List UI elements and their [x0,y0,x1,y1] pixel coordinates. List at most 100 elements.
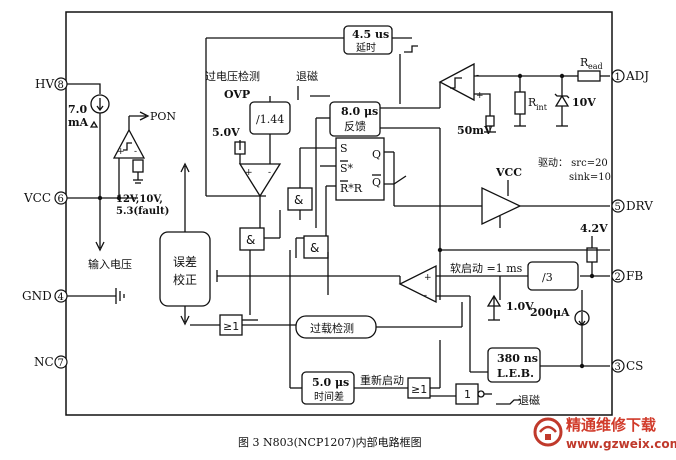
watermark: 精通维修下载 www.gzweix.com [533,416,676,451]
v5-label: 5.0V [212,126,240,139]
pin-nc-number: 7 [58,358,64,369]
r-read-label: R [580,56,589,69]
pin-adj-number: 1 [615,72,621,83]
svg-text:-: - [424,291,427,301]
ma-value: 7.0 [68,103,87,116]
svg-text:≥1: ≥1 [223,320,239,333]
svg-text:延时: 延时 [356,42,376,54]
svg-text:≥1: ≥1 [411,383,427,396]
demag-bottom-label: 退磁 [518,394,540,407]
ovp-section: 过电压检测 OVP /1.44 5.0V + - & [205,69,291,315]
svg-text:4.5 us: 4.5 us [352,28,389,41]
restart-label: 重新启动 [360,373,404,387]
ma-unit: mA [68,116,89,129]
and-gate-mid-1: & [279,187,313,238]
pin-cs-label: CS [626,359,643,373]
mv50-label: 50mV [457,124,493,137]
driver-buffer: VCC 驱动： src=20 sink=10 5 DRV [470,157,653,228]
vcc-threshold-2: 5.3(fault) [116,206,169,217]
svg-text:反馈: 反馈 [344,120,366,133]
svg-text:int: int [536,103,548,112]
overload-detection-block: 过载检测 [295,302,463,339]
svg-text:/1.44: /1.44 [256,113,284,126]
pin-vcc-label: VCC [23,191,51,205]
input-voltage-label: 输入电压 [88,257,132,271]
pin-nc: NC 7 [34,355,68,369]
svg-text:时间差: 时间差 [314,390,344,403]
svg-text:Q: Q [372,176,381,189]
svg-text:校正: 校正 [173,272,197,287]
or-gate-overload: ≥1 [190,314,296,336]
ovp-label: OVP [224,88,250,101]
and-gate-mid-2: & [295,235,329,295]
chip-outline [65,11,613,416]
pin-vcc-number: 6 [58,194,64,205]
svg-text:L.E.B.: L.E.B. [497,367,534,380]
svg-text:误差: 误差 [173,255,197,269]
pin-drv-number: 5 [615,202,621,213]
pon-label: PON [150,110,176,123]
pin-hv: HV 8 [35,77,101,94]
svg-text:/3: /3 [542,271,553,284]
pin-nc-label: NC [34,355,54,369]
driver-vcc-label: VCC [495,166,522,179]
watermark-cn: 精通维修下载 [566,416,656,434]
svg-text:5.0 μs: 5.0 μs [312,376,349,389]
watermark-logo [533,417,563,447]
v42-label: 4.2V [580,222,608,235]
pin-cs-number: 3 [615,362,621,373]
ua200-label: 200μA [530,306,570,319]
svg-text:1: 1 [464,388,471,401]
pin-fb-label: FB [626,269,643,283]
pin-adj: R ead 1 ADJ R int 10V [514,56,649,127]
svg-text:8.0 μs: 8.0 μs [341,105,378,118]
zener-10v-label: 10V [572,96,596,109]
svg-text:+: + [476,91,484,101]
drive-src-label: 驱动： src=20 [538,157,608,169]
delay-4-5-block: 4.5 us 延时 [205,25,418,197]
pin-adj-label: ADJ [625,69,649,83]
svg-text:S: S [340,142,348,155]
sr-flip-flop: S Q S* Q R*R [299,137,470,245]
drive-sink-label: sink=10 [569,172,611,183]
svg-text:380 ns: 380 ns [497,352,538,365]
pin-gnd: GND 4 [22,288,125,304]
fb-section: 4.2V 2 FB /3 软启动 =1 ms + - 1.0V 200μA [398,222,643,373]
figure-caption: 图 3 N803(NCP1207)内部电路框图 [238,435,422,449]
r-int-label: R [528,96,537,109]
svg-text:R*R: R*R [340,182,363,195]
svg-text:&: & [246,233,255,247]
svg-text:+: + [424,273,432,283]
vcc-threshold-1: 12V,10V, [116,194,163,205]
pin-vcc: VCC 6 [23,191,138,205]
pin-drv-label: DRV [626,199,653,213]
svg-text:ead: ead [588,62,603,71]
svg-text:-: - [268,168,271,178]
svg-text:+: + [117,147,125,157]
svg-text:-: - [134,147,137,157]
adj-comparator: - + 50mV [438,62,565,137]
svg-text:&: & [310,241,319,255]
pon-comparator: + - PON 12V,10V, 5.3(fault) [112,110,176,217]
svg-text:&: & [294,193,303,207]
svg-text:S*: S* [340,162,354,175]
error-correction-block: 误差 校正 [159,162,400,326]
svg-text:+: + [245,168,253,178]
svg-text:Q: Q [372,148,381,161]
leb-block: 380 ns L.E.B. 3 CS [487,347,643,383]
feedback-8-block: 退磁 8.0 μs 反馈 [296,70,441,300]
demag-top-label: 退磁 [296,70,318,83]
svg-text:过载检测: 过载检测 [310,321,354,335]
soft-start-label: 软启动 =1 ms [450,261,523,275]
ovp-header: 过电压检测 [205,69,260,83]
pin-hv-number: 8 [58,80,64,91]
v10-label: 1.0V [506,300,534,313]
restart-section: 重新启动 5.0 μs 时间差 ≥1 1 退磁 [289,250,540,407]
hv-current-source: 7.0 mA 输入电压 [68,94,132,271]
pin-gnd-label: GND [22,289,52,303]
watermark-url: www.gzweix.com [566,437,676,451]
pin-fb-number: 2 [615,272,621,283]
pin-hv-label: HV [35,77,54,91]
pin-gnd-number: 4 [58,292,64,303]
